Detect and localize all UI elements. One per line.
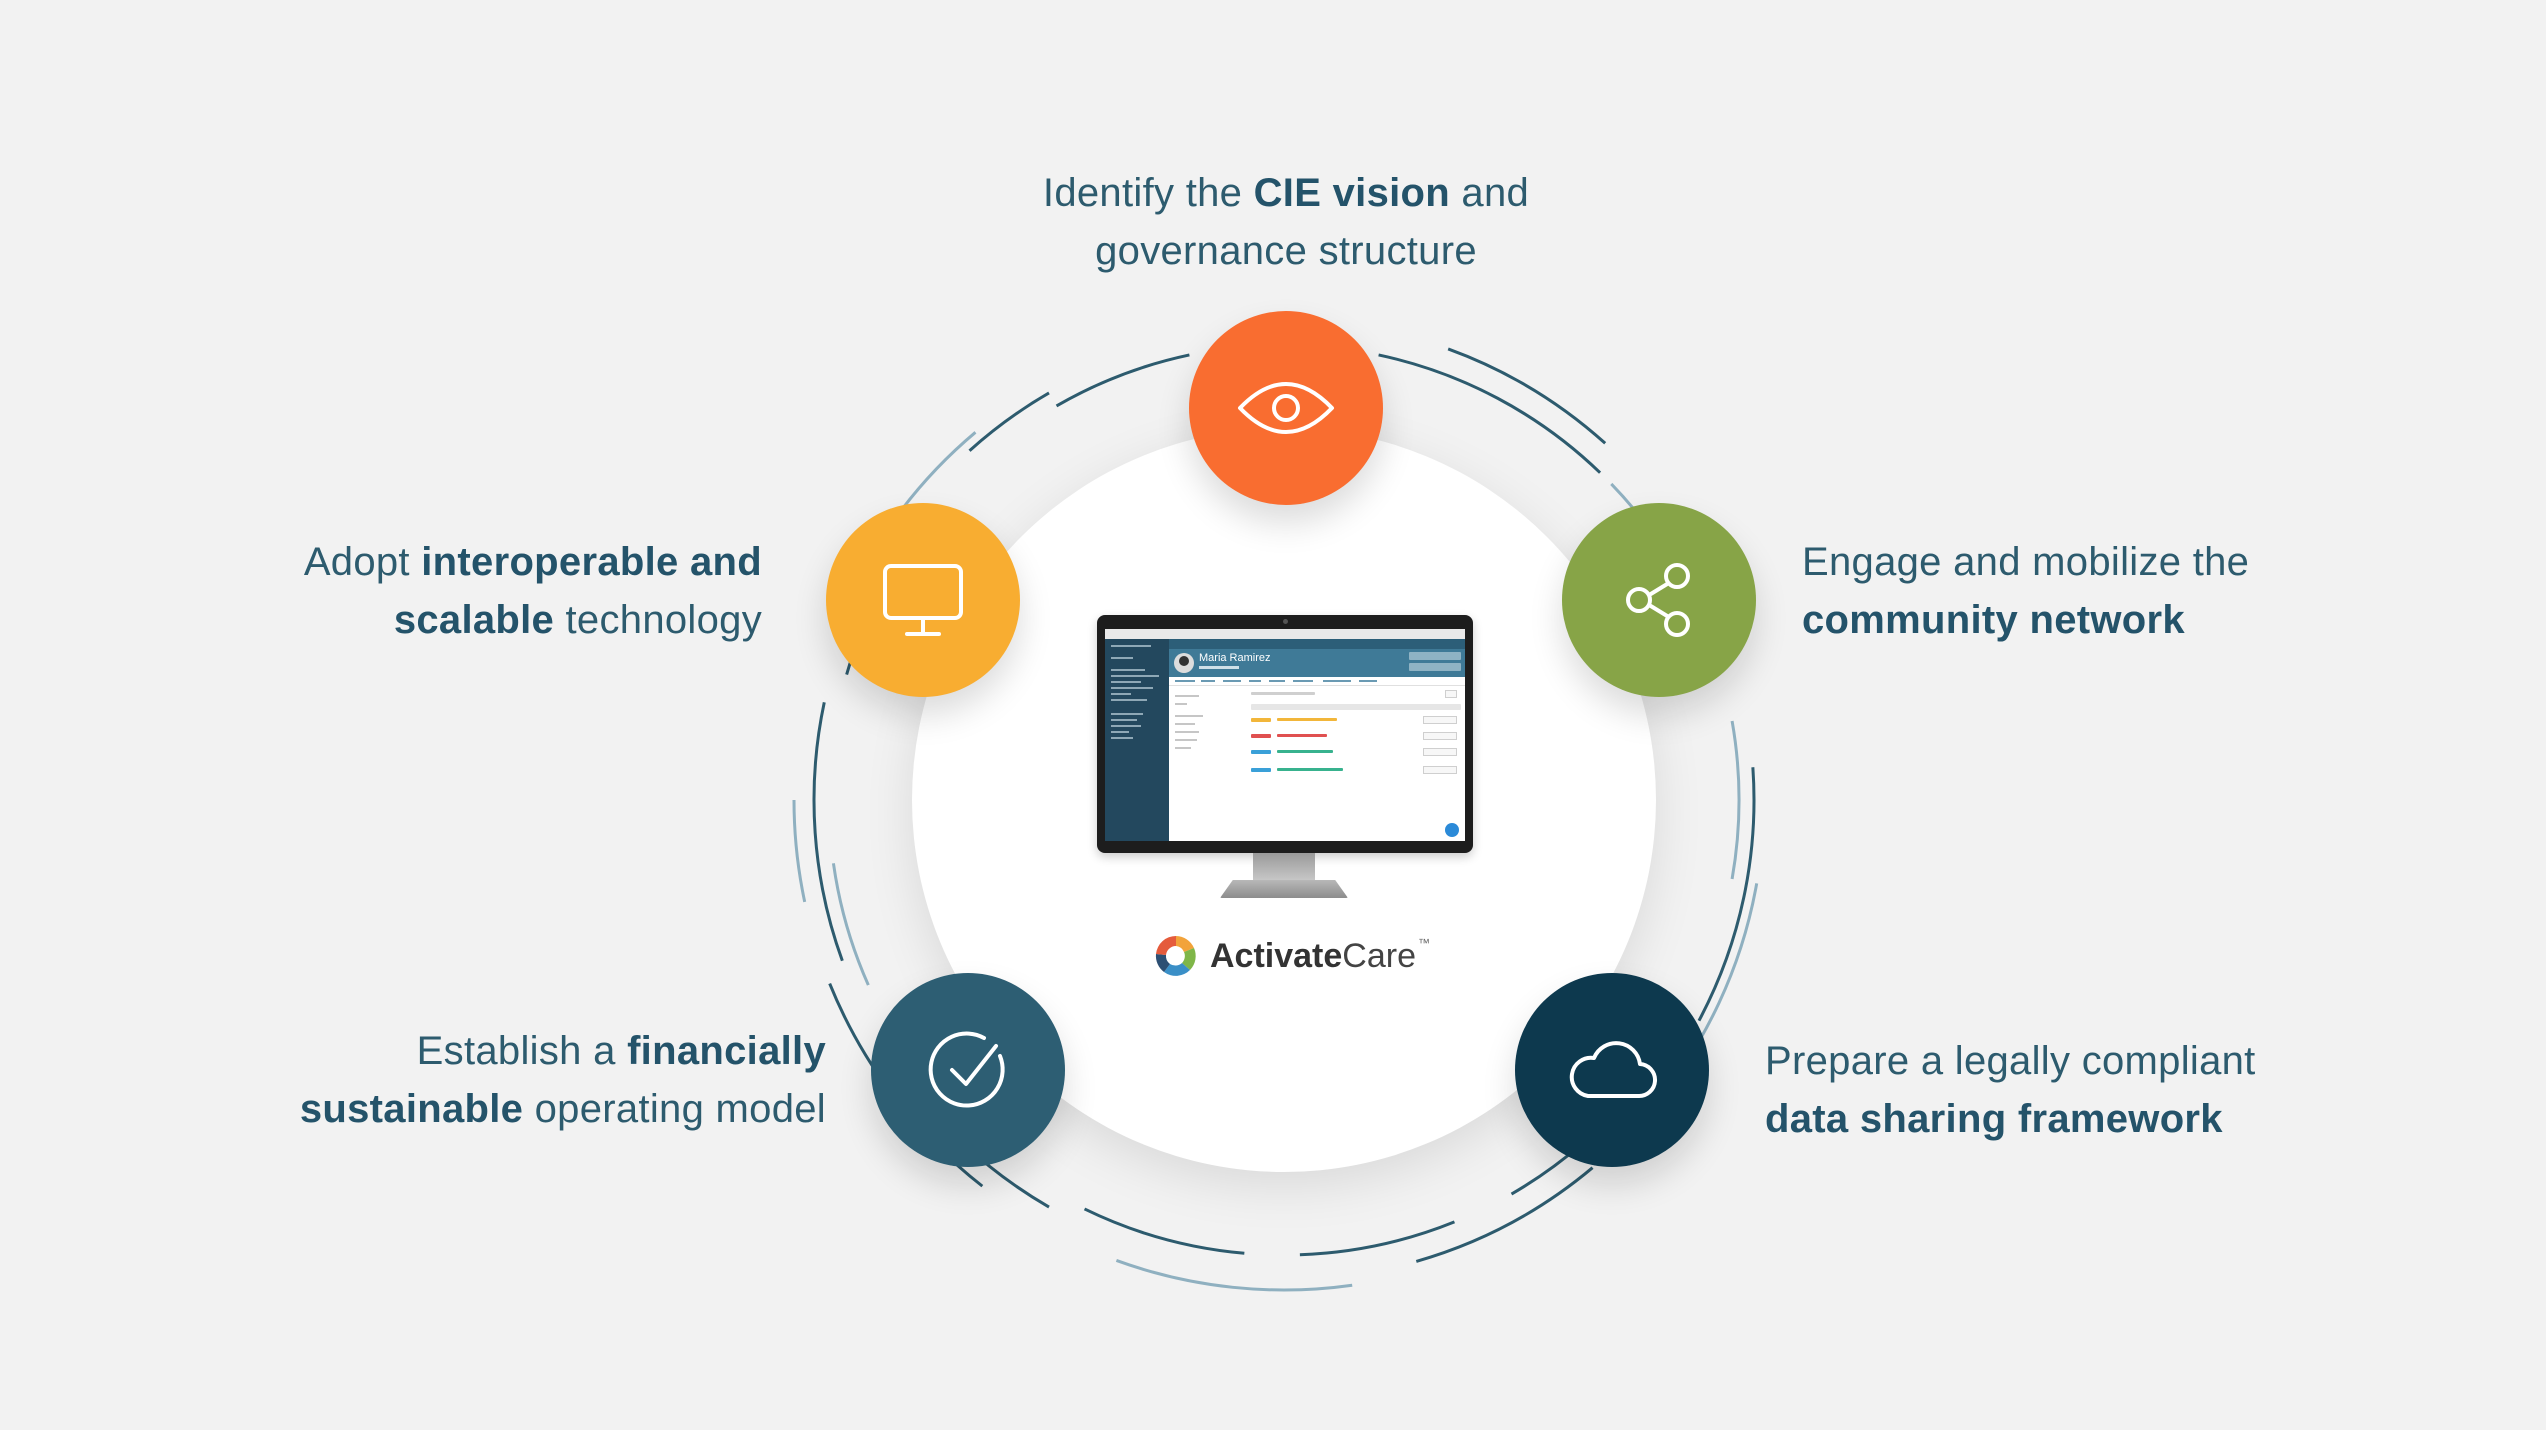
label-line: Prepare a legally compliant (1765, 1032, 2365, 1090)
brand-name-activate: Activate (1210, 936, 1343, 975)
label-bold-text: community network (1802, 598, 2185, 642)
label-text: Engage and mobilize the (1802, 540, 2250, 584)
step-node-data (1515, 973, 1709, 1167)
brand-name-care: Care (1342, 936, 1416, 975)
orbit-arc (812, 701, 844, 962)
activatecare-logo: Activate Care ™ (1152, 930, 1430, 982)
orbit-arc (1299, 1220, 1456, 1257)
label-text: Adopt (303, 540, 422, 584)
label-line: Adopt interoperable and (180, 533, 762, 591)
app-top-nav (1169, 639, 1465, 649)
check-circle-icon (928, 1031, 1005, 1108)
search-row (1251, 689, 1457, 699)
step-node-vision (1189, 311, 1383, 505)
monitor-illustration: Maria Ramirez (1097, 615, 1473, 853)
share-icon (1626, 563, 1690, 637)
task-row (1251, 765, 1457, 775)
app-tabs (1169, 677, 1465, 686)
label-bold-text: financially (627, 1029, 826, 1073)
label-line: Identify the CIE vision and (1000, 164, 1572, 222)
app-profile-header: Maria Ramirez (1169, 649, 1465, 677)
orbit-arc (1415, 1166, 1594, 1263)
app-sidebar (1105, 639, 1169, 841)
task-row (1251, 731, 1457, 741)
label-bold-text: interoperable and (421, 540, 762, 584)
label-text: operating model (523, 1087, 826, 1131)
orbit-arc (1697, 767, 1756, 1022)
task-row (1251, 747, 1457, 757)
label-line: governance structure (1000, 222, 1572, 280)
orbit-arc (1730, 720, 1741, 880)
label-text: and (1450, 171, 1530, 215)
label-bold-text: sustainable (299, 1087, 524, 1131)
label-line: Engage and mobilize the (1802, 533, 2362, 591)
label-text: Establish a (416, 1029, 628, 1073)
monitor-camera (1283, 619, 1288, 624)
app-screenshot: Maria Ramirez (1105, 629, 1465, 841)
profile-subtitle (1199, 666, 1239, 669)
profile-name: Maria Ramirez (1199, 652, 1271, 664)
step-label-network: Engage and mobilize the community network (1802, 533, 2362, 649)
step-node-network (1562, 503, 1756, 697)
step-label-data: Prepare a legally compliant data sharing … (1765, 1032, 2365, 1148)
step-label-vision: Identify the CIE vision and governance st… (1000, 164, 1572, 280)
label-text: governance structure (1095, 229, 1477, 273)
activatecare-logo-mark (1155, 935, 1196, 976)
orbit-arc (792, 799, 807, 903)
brand-trademark: ™ (1417, 936, 1430, 950)
label-line: data sharing framework (1765, 1090, 2365, 1148)
label-text: technology (554, 598, 762, 642)
cloud-icon (1569, 1041, 1657, 1099)
orbit-arc (1083, 1207, 1245, 1255)
monitor-icon (883, 564, 963, 636)
step-node-finance (871, 973, 1065, 1167)
label-bold-text: data sharing framework (1765, 1097, 2223, 1141)
header-button-1 (1409, 652, 1461, 660)
eye-icon (1238, 382, 1334, 434)
floating-action-button (1445, 823, 1459, 837)
monitor-stand-base (1220, 880, 1348, 898)
profile-avatar (1174, 653, 1194, 673)
section-header-row (1251, 701, 1461, 711)
label-line: Establish a financially (200, 1022, 826, 1080)
label-text: Identify the (1042, 171, 1254, 215)
orbit-arc (1115, 1259, 1353, 1292)
header-button-2 (1409, 663, 1461, 671)
app-side-list (1175, 689, 1237, 841)
task-row (1251, 715, 1457, 725)
label-text: Prepare a legally compliant (1765, 1039, 2256, 1083)
label-bold-text: CIE vision (1253, 171, 1451, 215)
orbit-arc (1378, 353, 1602, 474)
label-line: scalable technology (180, 591, 762, 649)
label-line: sustainable operating model (200, 1080, 826, 1138)
orbit-arc (1055, 353, 1190, 408)
label-line: community network (1802, 591, 2362, 649)
label-bold-text: scalable (393, 598, 555, 642)
orbit-arc (968, 391, 1050, 452)
step-node-technology (826, 503, 1020, 697)
orbit-arc (831, 863, 870, 986)
orbit-arc (1447, 347, 1607, 445)
monitor-stand-neck (1253, 853, 1315, 881)
